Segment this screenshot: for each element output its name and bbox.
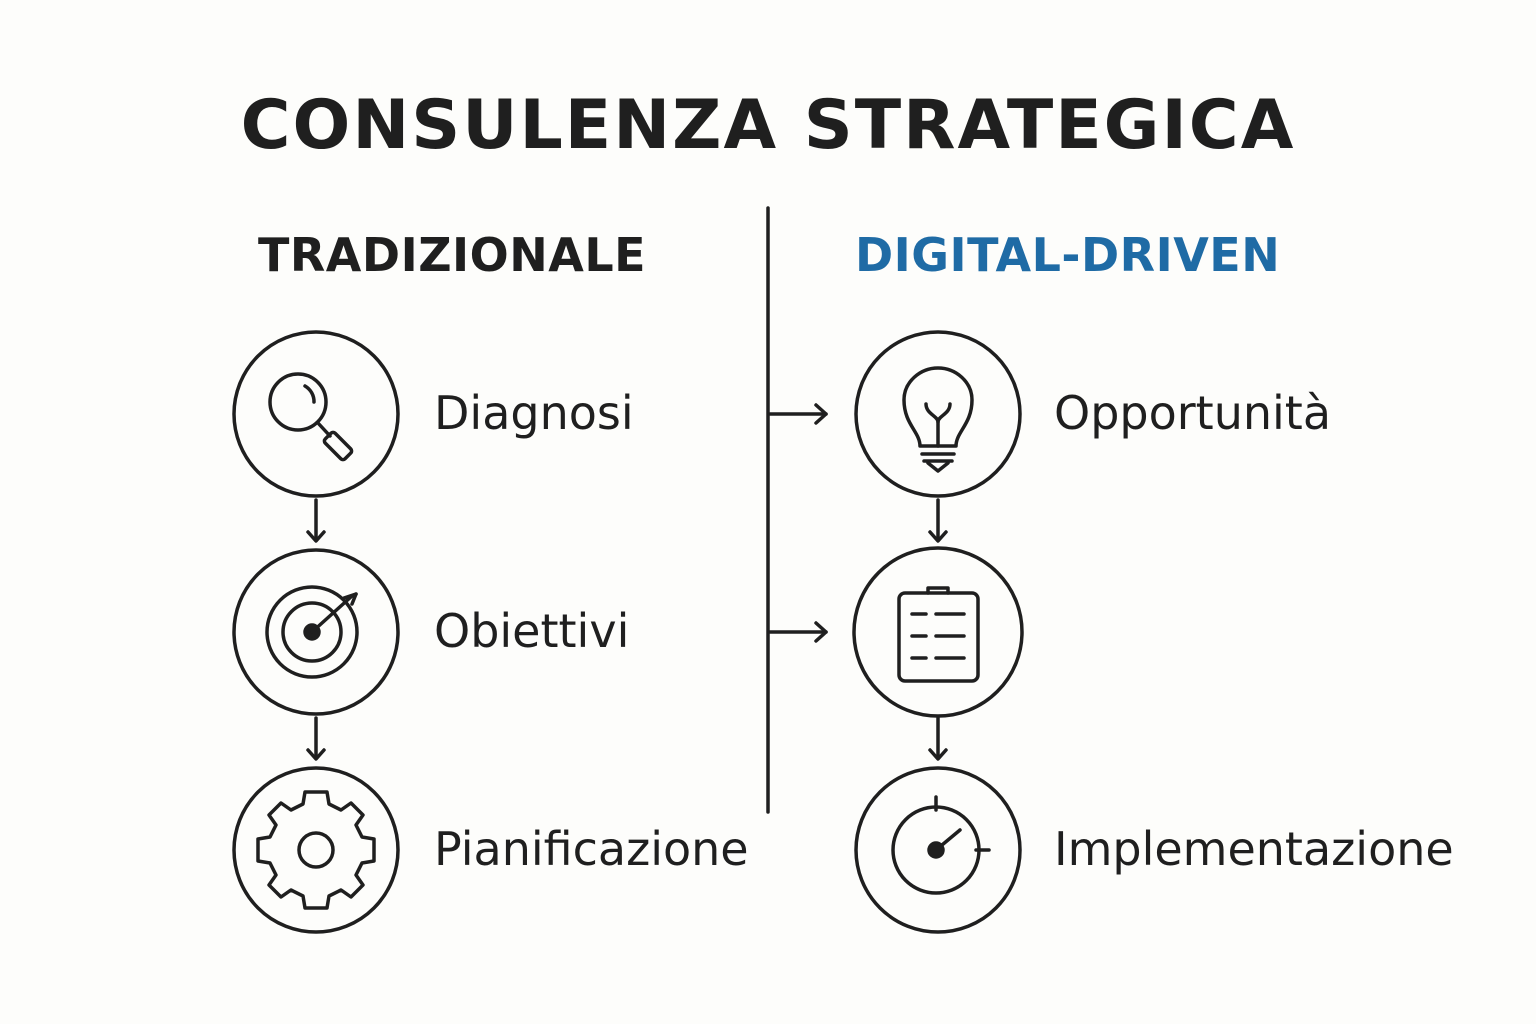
step-circle-opportunita [854,330,1022,498]
step-label-diagnosi: Diagnosi [434,386,634,440]
lightbulb-icon [902,366,974,473]
gear-icon [256,790,376,910]
arrow-clipboard-to-implementazione [928,716,948,761]
clipboard-icon [897,586,980,683]
target-icon [265,585,359,679]
step-label-pianificazione: Pianificazione [434,822,749,876]
traditional-heading: TRADIZIONALE [258,228,647,282]
step-label-implementazione: Implementazione [1054,822,1454,876]
step-circle-implementazione [854,766,1022,934]
step-label-opportunita: Opportunità [1054,386,1332,440]
magnifier-icon [268,372,354,462]
step-circle-pianificazione [232,766,400,934]
step-circle-clipboard [852,546,1024,718]
arrow-opportunita-to-clipboard [928,498,948,543]
arrow-obiettivi-to-pianificazione [306,716,326,761]
arrow-diagnosi-to-obiettivi [306,498,326,543]
gauge-icon [891,795,991,895]
step-circle-obiettivi [232,548,400,716]
arrow-divider-to-opportunita [768,403,828,425]
step-circle-diagnosi [232,330,400,498]
digital-heading: DIGITAL-DRIVEN [855,228,1281,282]
arrow-divider-to-clipboard [768,621,828,643]
page-title: CONSULENZA STRATEGICA [240,86,1296,165]
step-label-obiettivi: Obiettivi [434,604,630,658]
